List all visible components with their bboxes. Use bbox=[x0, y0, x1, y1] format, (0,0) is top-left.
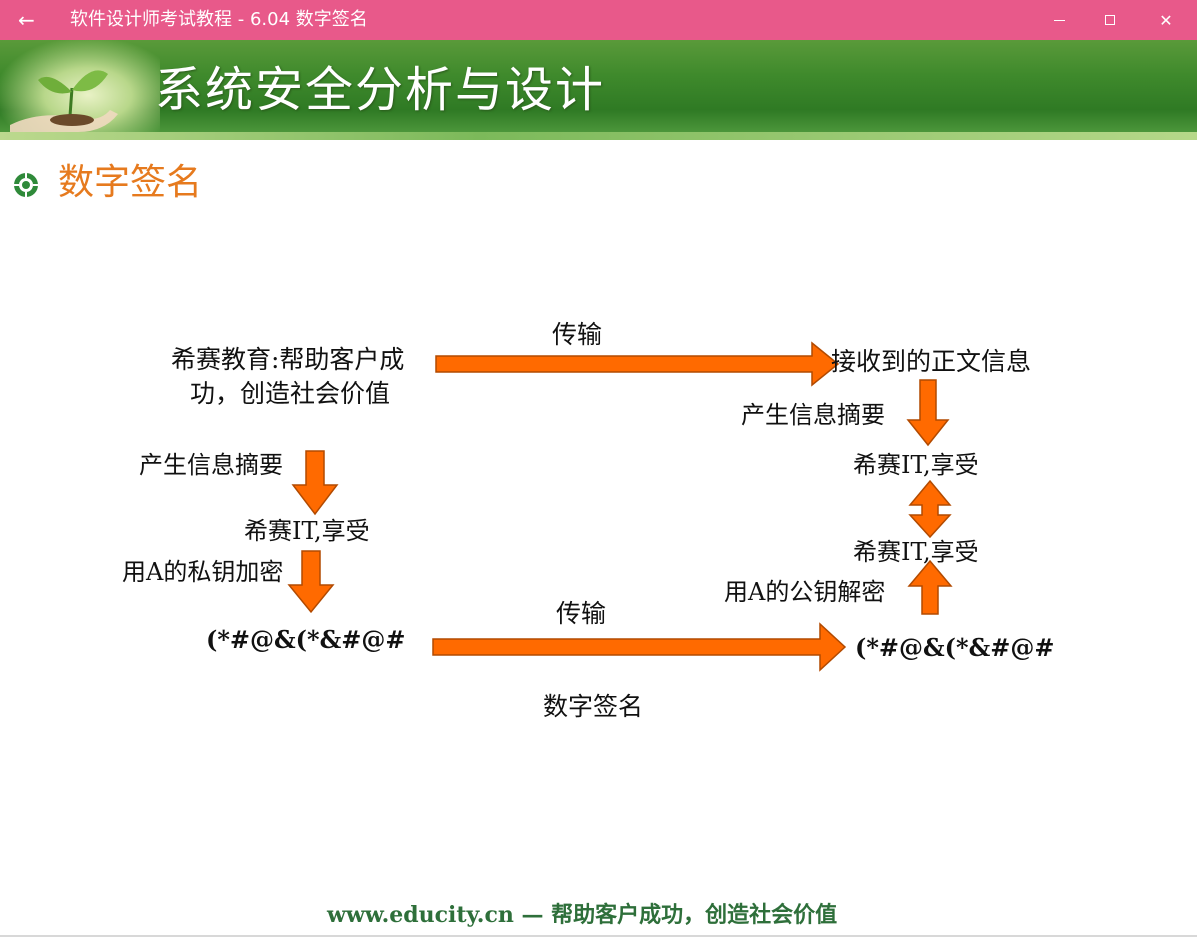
maximize-button[interactable] bbox=[1087, 0, 1133, 40]
left-digest-value: 希赛IT,享受 bbox=[244, 517, 370, 545]
left-cipher: (*#@&(*&#@# bbox=[206, 625, 406, 654]
left-down-arrow-1 bbox=[291, 450, 339, 516]
right-digest-value: 希赛IT,享受 bbox=[853, 451, 979, 479]
back-arrow-icon[interactable]: ← bbox=[18, 8, 35, 32]
transmit-label-top: 传输 bbox=[552, 320, 603, 349]
sender-text-line1: 希赛教育:帮助客户成 bbox=[171, 345, 405, 374]
left-digest-label: 产生信息摘要 bbox=[139, 451, 283, 479]
receiver-text: 接收到的正文信息 bbox=[831, 347, 1032, 376]
right-down-arrow bbox=[906, 379, 950, 447]
sender-text-line2: 功，创造社会价值 bbox=[190, 379, 391, 408]
transmit-arrow-bottom bbox=[432, 622, 847, 672]
right-cipher: (*#@&(*&#@# bbox=[855, 633, 1055, 662]
close-icon: ✕ bbox=[1159, 10, 1173, 30]
window-bottom-edge bbox=[0, 935, 1197, 937]
right-decrypted-value: 希赛IT,享受 bbox=[853, 538, 979, 566]
maximize-icon bbox=[1105, 15, 1115, 25]
left-down-arrow-2 bbox=[287, 550, 335, 614]
minimize-button[interactable] bbox=[1036, 0, 1082, 40]
left-encrypt-label: 用A的私钥加密 bbox=[122, 558, 284, 586]
section-title: 数字签名 bbox=[58, 162, 203, 203]
banner-stripe bbox=[0, 132, 1197, 140]
seedling-hand-image bbox=[0, 40, 160, 140]
transmit-label-bottom: 传输 bbox=[556, 599, 607, 628]
right-up-arrow bbox=[907, 559, 953, 615]
window-title: 软件设计师考试教程 - 6.04 数字签名 bbox=[70, 9, 368, 30]
right-digest-label: 产生信息摘要 bbox=[741, 401, 885, 429]
right-decrypt-label: 用A的公钥解密 bbox=[724, 578, 886, 606]
window-titlebar: ← 软件设计师考试教程 - 6.04 数字签名 ✕ bbox=[0, 0, 1197, 40]
slide-banner: 系统安全分析与设计 bbox=[0, 40, 1197, 140]
flower-bullet-icon bbox=[14, 173, 38, 197]
close-button[interactable]: ✕ bbox=[1143, 0, 1189, 40]
minimize-icon bbox=[1053, 19, 1065, 21]
slide-footer: www.educity.cn — 帮助客户成功，创造社会价值 bbox=[327, 902, 838, 928]
transmit-arrow-top bbox=[435, 341, 840, 387]
slide-heading: 系统安全分析与设计 bbox=[155, 62, 606, 118]
diagram-caption: 数字签名 bbox=[543, 692, 644, 721]
right-double-arrow bbox=[908, 479, 952, 539]
